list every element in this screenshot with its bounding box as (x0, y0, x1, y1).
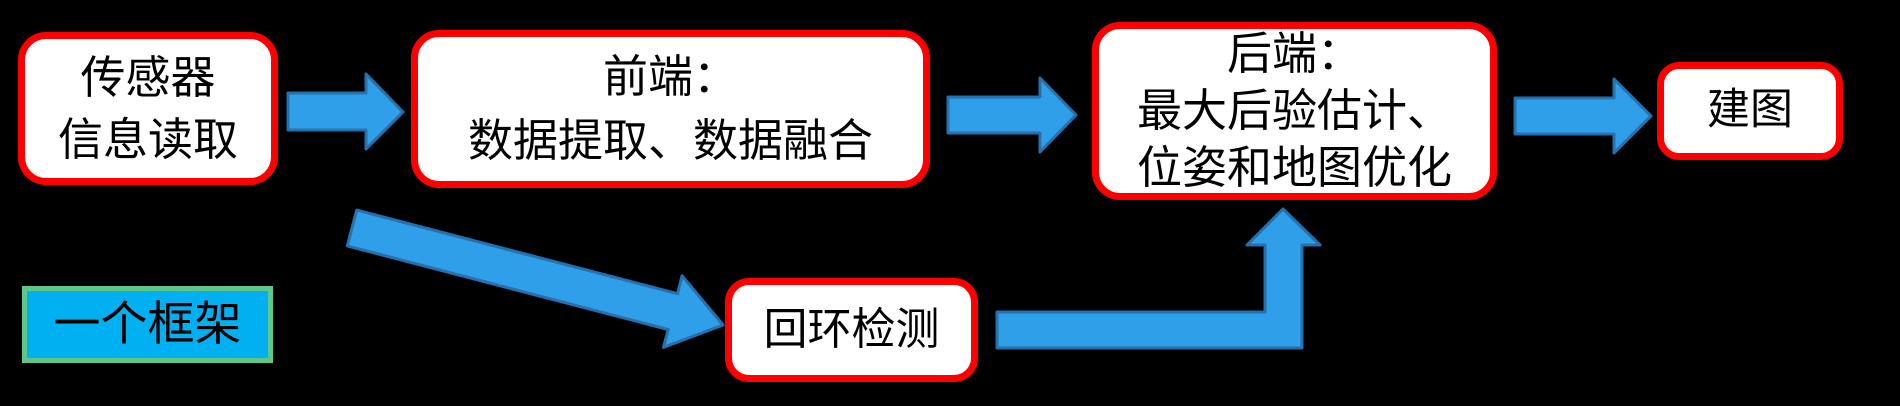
node-frontend: 前端： 数据提取、数据融合 (411, 30, 930, 188)
node-sensor-reading: 传感器 信息读取 (18, 32, 278, 185)
node-backend-line-2: 最大后验估计、 (1136, 85, 1452, 136)
node-backend: 后端： 最大后验估计、 位姿和地图优化 (1092, 22, 1497, 200)
arrow-sensor-to-frontend-icon (286, 72, 405, 151)
node-sensor-line-2: 信息读取 (57, 114, 238, 165)
node-sensor-line-1: 传感器 (80, 52, 216, 103)
node-frontend-line-2: 数据提取、数据融合 (467, 116, 873, 166)
node-loop-line-1: 回环检测 (763, 305, 940, 354)
arrow-loop-to-backend-icon (995, 207, 1322, 350)
node-backend-line-1: 后端： (1226, 28, 1362, 79)
legend-framework-line-1: 一个框架 (53, 298, 242, 351)
arrow-backend-to-mapping-icon (1513, 77, 1653, 155)
node-backend-line-3: 位姿和地图优化 (1136, 142, 1452, 193)
node-loop-closure: 回环检测 (725, 278, 978, 382)
arrow-frontend-to-backend-icon (946, 76, 1078, 154)
node-mapping: 建图 (1657, 62, 1843, 160)
legend-framework-label: 一个框架 (22, 286, 273, 363)
arrow-frontend-to-loop-icon (345, 208, 725, 349)
node-frontend-line-1: 前端： (602, 52, 738, 102)
node-mapping-line-1: 建图 (1707, 87, 1793, 134)
